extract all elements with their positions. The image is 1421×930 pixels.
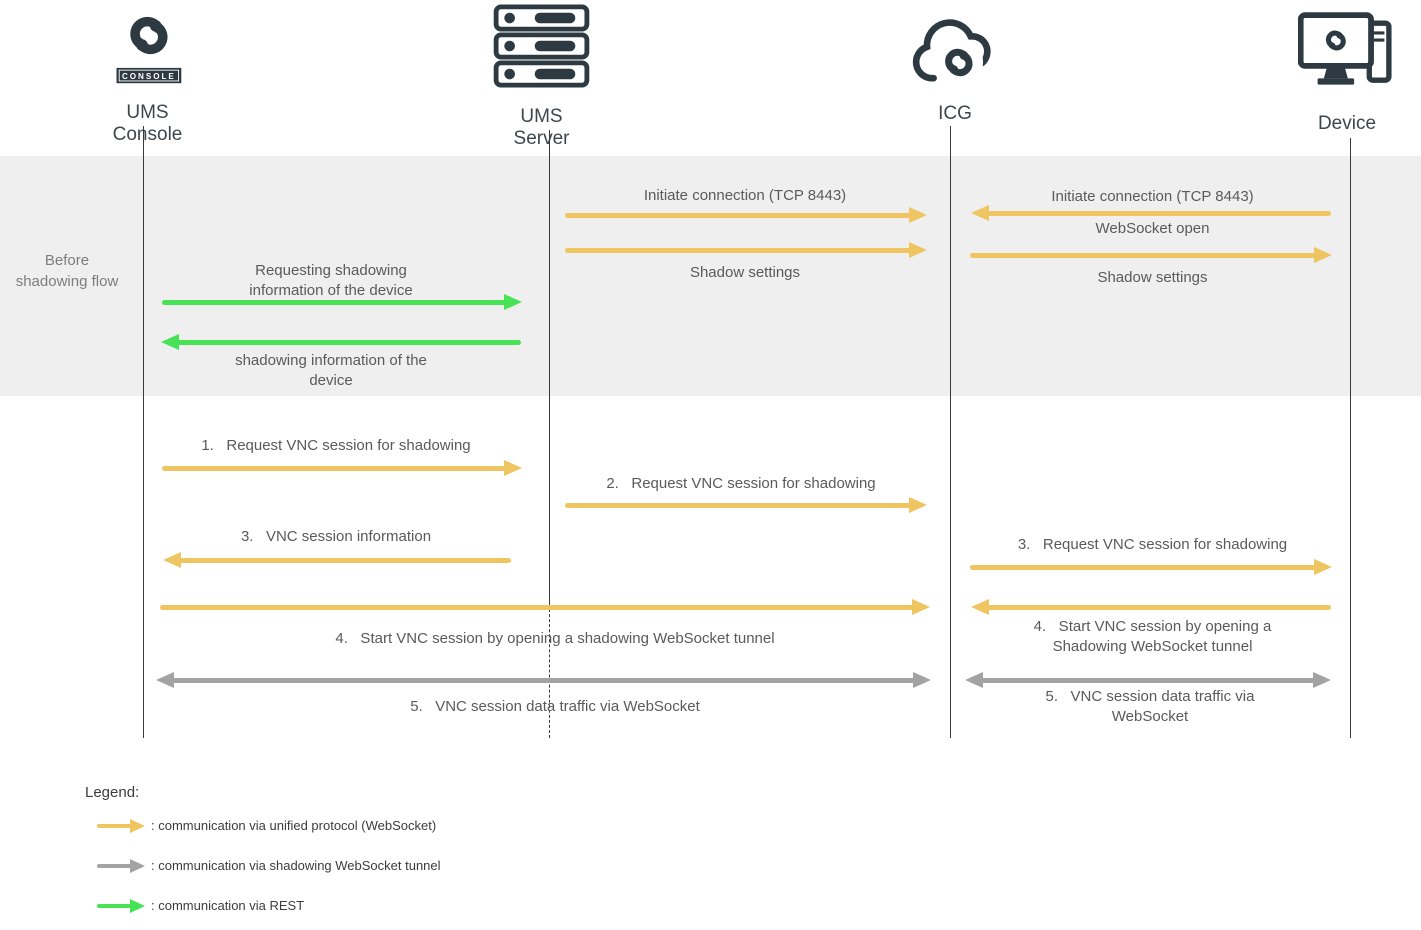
message-arrow-step4-left: [160, 599, 930, 615]
message-label: Initiate connection (TCP 8443): [1051, 188, 1254, 205]
message-label: Requesting shadowing information of the …: [249, 262, 413, 300]
server-icon: [493, 4, 590, 88]
legend-item-label: : communication via REST: [151, 898, 305, 913]
legend-item-rest: : communication via REST: [85, 897, 304, 915]
message-label: 3. VNC session information: [240, 528, 432, 545]
message-label: Shadow settings: [689, 264, 801, 281]
actor-device: Device: [1297, 12, 1397, 135]
message-label: 1. Request VNC session for shadowing: [201, 437, 471, 454]
actor-label: UMS Console: [112, 102, 183, 145]
legend-title: Legend:: [85, 784, 140, 801]
actor-ums-server: UMS Server: [490, 4, 593, 150]
cloud-icon: [912, 19, 991, 87]
message-label: 4. Start VNC session by opening a shadow…: [335, 630, 775, 647]
message-arrow-step5-left: [156, 672, 931, 688]
lifeline-ums-server-dashed: [549, 604, 550, 738]
message-arrow-initiate-server-icg: [565, 207, 927, 223]
actor-label: UMS Server: [513, 106, 570, 149]
console-badge: CONSOLE: [121, 72, 175, 81]
legend-item-label: : communication via unified protocol (We…: [151, 818, 437, 833]
actor-label: Device: [1317, 113, 1377, 134]
message-arrow-step3-right: [970, 559, 1332, 575]
message-arrow-shadow-info-response: [161, 334, 521, 350]
message-arrow-step2: [565, 497, 927, 513]
shadowing-tunnel-arrow-icon: [97, 858, 145, 874]
unified-protocol-arrow-icon: [97, 818, 145, 834]
message-label: Initiate connection (TCP 8443): [643, 187, 847, 204]
legend: Legend: : communication via unified prot…: [85, 784, 441, 930]
message-label: 2. Request VNC session for shadowing: [606, 475, 876, 492]
lifeline-ums-server: [549, 130, 550, 604]
message-label: 5. VNC session data traffic via WebSocke…: [1045, 688, 1255, 726]
message-label: WebSocket open: [1095, 220, 1210, 237]
message-label: Shadow settings: [1097, 269, 1208, 286]
message-arrow-step4-right: [971, 599, 1331, 615]
legend-item-unified: : communication via unified protocol (We…: [85, 817, 436, 835]
lifeline-device: [1350, 138, 1351, 738]
phase-band-before-shadowing: [0, 156, 1421, 396]
actor-label: ICG: [938, 103, 972, 124]
rest-arrow-icon: [97, 898, 145, 914]
message-arrow-shadow-settings-icg-device: [970, 247, 1332, 263]
message-arrow-shadow-settings-server-icg: [565, 242, 927, 258]
ums-console-logo-icon: CONSOLE: [116, 4, 181, 84]
actor-ums-console: CONSOLE UMS Console: [100, 4, 195, 146]
message-arrow-initiate-device-icg: [971, 205, 1331, 221]
message-arrow-step5-right: [965, 672, 1331, 688]
message-label: shadowing information of the device: [235, 352, 427, 390]
device-icon: [1298, 12, 1392, 85]
phase-band-label: Before shadowing flow: [15, 252, 119, 290]
lifeline-icg: [950, 126, 951, 738]
message-label: 4. Start VNC session by opening a Shadow…: [1033, 618, 1272, 656]
message-arrow-step3-left: [163, 552, 511, 568]
message-label: 5. VNC session data traffic via WebSocke…: [410, 698, 700, 715]
lifeline-ums-console: [143, 126, 144, 738]
message-arrow-request-shadow-info: [162, 294, 522, 310]
actor-icg: ICG: [905, 5, 1005, 125]
legend-item-tunnel: : communication via shadowing WebSocket …: [85, 857, 441, 875]
message-arrow-step1: [162, 460, 522, 476]
message-label: 3. Request VNC session for shadowing: [1017, 536, 1288, 553]
legend-item-label: : communication via shadowing WebSocket …: [151, 858, 441, 873]
